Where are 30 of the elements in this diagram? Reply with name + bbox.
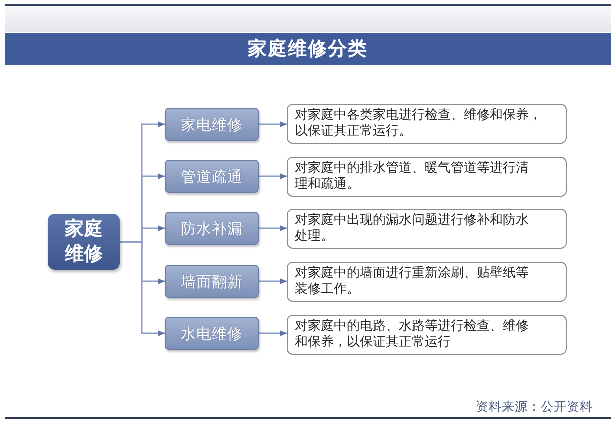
description-text: 对家庭中的墙面进行重新涂刷、贴壁纸等装修工作。: [295, 266, 530, 298]
description-box: [287, 104, 567, 144]
diagram-title: 家庭维修分类: [248, 37, 368, 61]
description-box: [287, 315, 567, 355]
category-box: [165, 108, 259, 141]
root-label: 家庭维修: [64, 217, 104, 267]
description-box: [287, 209, 567, 249]
arrow: [259, 278, 287, 285]
arrow: [120, 241, 165, 337]
category-box: [165, 265, 259, 298]
description-text: 对家庭中的电路、水路等进行检查、维修和保养，以保证其正常运行: [295, 319, 530, 351]
description-text: 对家庭中各类家电进行检查、维修和保养，以保证其正常运行。: [295, 108, 543, 140]
arrow: [259, 121, 287, 128]
arrow: [259, 330, 287, 337]
category-box: [165, 212, 259, 245]
category-label: 墙面翻新: [181, 272, 243, 292]
arrow: [259, 173, 287, 180]
category-label: 水电维修: [181, 324, 243, 344]
source-note: 资料来源：公开资料: [476, 399, 593, 415]
category-label: 防水补漏: [181, 218, 243, 238]
category-box: [165, 317, 259, 350]
description-text: 对家庭中的排水管道、暖气管道等进行清理和疏通。: [295, 161, 530, 193]
category-label: 管道疏通: [181, 166, 243, 186]
category-label: 家电维修: [181, 114, 243, 134]
description-box: [287, 262, 567, 302]
category-box: [165, 160, 259, 193]
description-box: [287, 157, 567, 197]
description-text: 对家庭中出现的漏水问题进行修补和防水处理。: [295, 213, 530, 245]
root-box: [48, 214, 120, 270]
arrow: [259, 225, 287, 232]
